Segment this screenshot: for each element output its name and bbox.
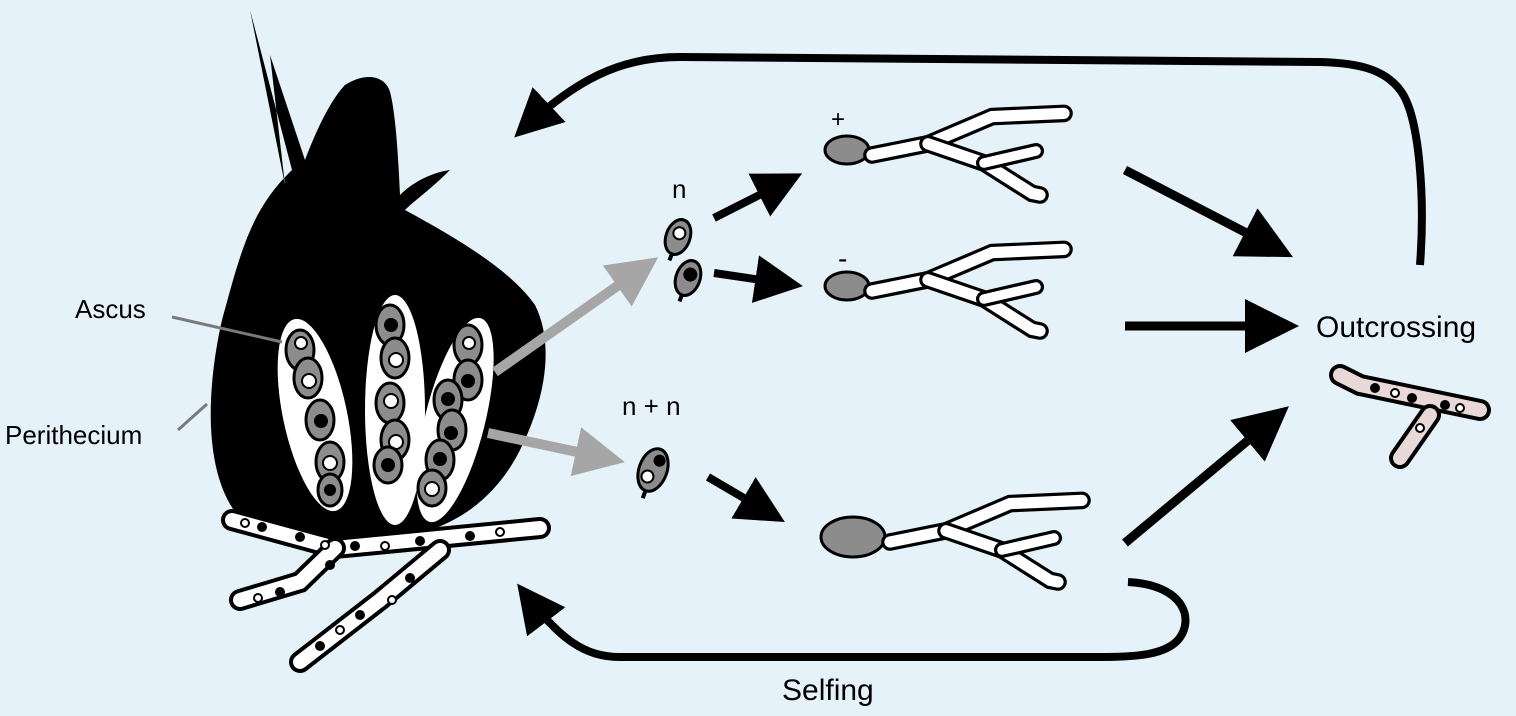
minus-mating-type-label: - bbox=[838, 243, 847, 274]
ascus-middle bbox=[365, 295, 425, 525]
ascus-right bbox=[416, 317, 494, 523]
self-fertile-mycelium bbox=[819, 500, 1082, 582]
outcrossing-label: Outcrossing bbox=[1316, 311, 1476, 344]
base-mycelium bbox=[221, 509, 551, 673]
ascus-leader-line bbox=[171, 315, 283, 344]
germination-arrow-minus bbox=[713, 255, 803, 303]
plus-mycelium bbox=[823, 113, 1064, 195]
germination-arrow-self bbox=[705, 473, 785, 523]
outcrossing-arrow-plus bbox=[1122, 166, 1293, 258]
haploid-ascospore-white bbox=[663, 218, 693, 262]
plus-mating-type-label: + bbox=[831, 106, 845, 133]
perithecium-label: Perithecium bbox=[5, 420, 142, 450]
ascus-left bbox=[277, 318, 353, 512]
germination-arrow-plus bbox=[712, 173, 803, 222]
perithecium-leader-line bbox=[176, 402, 209, 432]
dikaryotic-ascospore bbox=[636, 447, 670, 499]
outcrossing-arrow-self bbox=[1122, 406, 1289, 547]
dikaryon-label: n + n bbox=[622, 391, 681, 421]
selfing-label: Selfing bbox=[782, 674, 874, 707]
ascus-label: Ascus bbox=[75, 294, 146, 324]
outcrossing-return-arrow bbox=[514, 52, 1426, 266]
selfing-return-arrow bbox=[517, 578, 1190, 661]
release-arrow-haploid bbox=[492, 257, 659, 377]
perithecium bbox=[210, 10, 546, 544]
release-arrow-dikaryon bbox=[486, 427, 625, 477]
minus-mycelium bbox=[823, 249, 1064, 331]
haploid-label: n bbox=[672, 174, 686, 204]
outcrossed-hypha bbox=[1329, 364, 1491, 469]
haploid-ascospore-black bbox=[673, 259, 703, 303]
